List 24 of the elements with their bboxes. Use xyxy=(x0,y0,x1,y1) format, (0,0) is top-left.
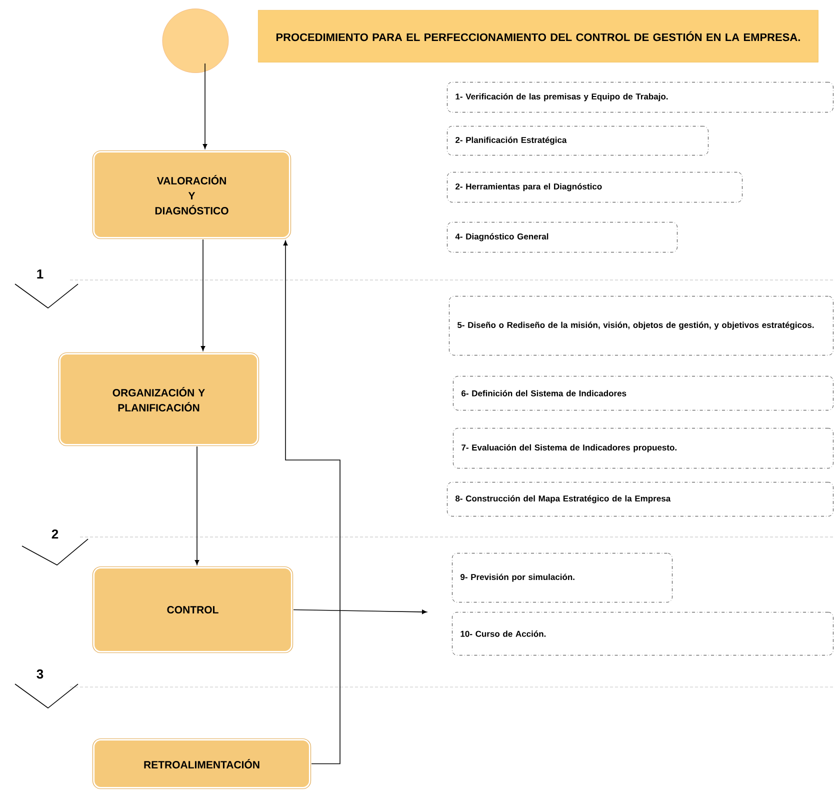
section-number: 2 xyxy=(48,526,62,542)
section-number: 3 xyxy=(33,666,47,682)
arrow xyxy=(293,609,427,614)
stage-box: ORGANIZACIÓN Y PLANIFICACIÓN xyxy=(56,350,261,448)
step-box: 2- Herramientas para el Diagnóstico xyxy=(447,172,742,202)
step-box: 5- Diseño o Rediseño de la misión, visión, objetos de gestión, y objetivos estratégicos. xyxy=(449,296,834,356)
step-box: 2- Planificación Estratégica xyxy=(447,126,708,156)
start-circle xyxy=(162,8,229,73)
step-box: 4- Diagnóstico General xyxy=(447,222,678,252)
step-box: 8- Construcción del Mapa Estratégico de la Empresa xyxy=(447,482,834,516)
step-box: 7- Evaluación del Sistema de Indicadores propuesto. xyxy=(453,428,834,468)
step-box: 10- Curso de Acción. xyxy=(452,612,834,656)
stage-box: VALORACIÓN Y DIAGNÓSTICO xyxy=(90,148,293,241)
arrow xyxy=(202,63,208,149)
stage-box: CONTROL xyxy=(90,564,295,655)
step-box: 9- Previsión por simulación. xyxy=(452,553,672,602)
stage-box: RETROALIMENTACIÓN xyxy=(90,736,313,790)
arrow xyxy=(283,240,340,764)
arrow xyxy=(194,446,200,565)
step-box: 1- Verificación de las premisas y Equipo de Trabajo. xyxy=(447,82,834,112)
step-box: 6- Definición del Sistema de Indicadores xyxy=(453,376,834,410)
section-number: 1 xyxy=(33,266,47,282)
title-banner: PROCEDIMIENTO PARA EL PERFECCIONAMIENTO DEL CONTROL DE GESTIÓN EN LA EMPRESA. xyxy=(258,10,818,62)
arrow xyxy=(200,239,206,351)
